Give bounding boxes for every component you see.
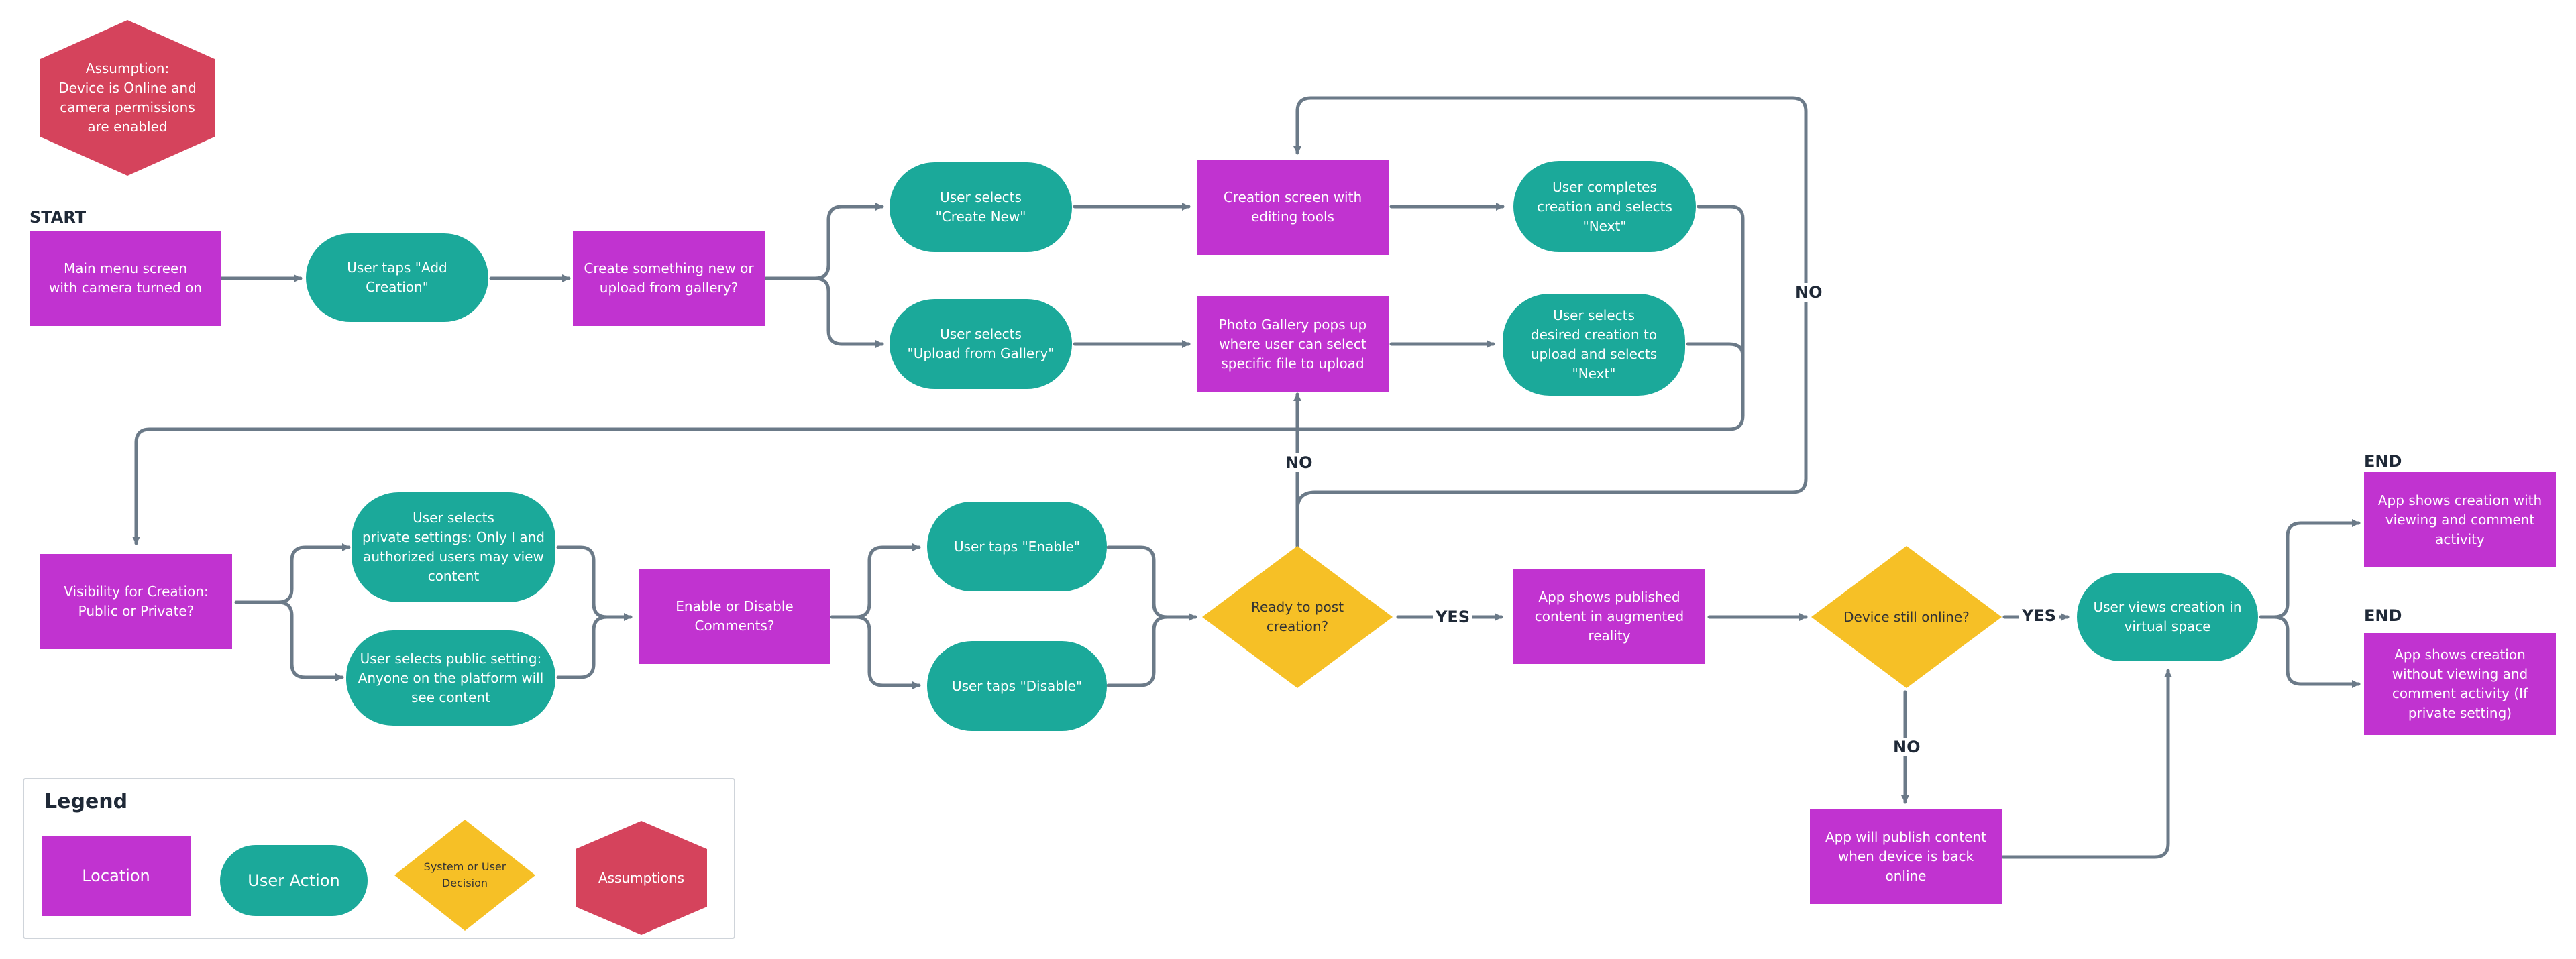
end-label-1: END [2364,452,2402,471]
edge-public-to-comments [556,615,609,679]
tap-disable-node: User taps "Disable" [927,641,1107,731]
legend-assumptions-swatch: Assumptions [574,821,708,935]
edge-comments-to-disable [854,615,921,689]
edge-complete-to-visibility [132,205,1745,545]
end-label-2: END [2364,606,2402,625]
assumption-hexagon: Assumption: Device is Online and camera … [39,20,216,176]
edge-create-to-upload [813,276,884,348]
assumption-text: Assumption: Device is Online and camera … [58,60,197,135]
edge-label-no-ready: NO [1283,453,1316,472]
legend-box: Legend Location User Action System or Us… [23,778,735,939]
edge-views-to-end2 [2272,615,2361,688]
edge-create-to-createnew [764,203,884,280]
edge-visibility-to-public [276,600,344,681]
legend-user-action-swatch: User Action [220,845,368,916]
edge-enable-to-ready [1106,545,1197,621]
edge-visibility-to-private [234,543,351,604]
legend-title: Legend [44,790,128,813]
edge-selects-to-merge [1686,342,1745,358]
start-label: START [30,208,87,227]
edge-publishlater-to-views [2001,669,2172,859]
creation-screen-node: Creation screen with editing tools [1197,160,1389,255]
edge-label-no-online: NO [1890,738,1923,756]
visibility-node: Visibility for Creation: Public or Priva… [40,554,232,649]
still-online-text: Device still online? [1843,608,1970,625]
legend-assumptions-text: Assumptions [598,869,685,886]
main-menu-node: Main menu screen with camera turned on [30,231,221,326]
views-creation-node: User views creation in virtual space [2077,573,2258,661]
shows-published-node: App shows published content in augmented… [1513,569,1705,664]
legend-location-swatch: Location [42,836,191,916]
completes-creation-node: User completes creation and selects "Nex… [1513,161,1696,252]
private-settings-node: User selects private settings: Only I an… [352,492,555,602]
create-or-upload-node: Create something new or upload from gall… [573,231,765,326]
legend-decision-text: System or User Decision [423,860,506,889]
comments-node: Enable or Disable Comments? [639,569,830,664]
edge-label-no-upper: NO [1792,283,1825,302]
create-new-node: User selects "Create New" [890,162,1072,252]
ready-post-decision: Ready to post creation? [1202,546,1393,688]
photo-gallery-node: Photo Gallery pops up where user can sel… [1197,296,1389,392]
tap-enable-node: User taps "Enable" [927,502,1107,591]
edge-views-to-end1 [2259,519,2361,619]
edge-label-yes-ready: YES [1433,608,1473,626]
public-setting-node: User selects public setting: Anyone on t… [346,630,555,726]
edge-private-to-comments [556,545,633,621]
still-online-decision: Device still online? [1811,546,2002,688]
end-without-comments-node: App shows creation without viewing and c… [2364,633,2556,735]
selects-desired-node: User selects desired creation to upload … [1503,294,1685,396]
add-creation-node: User taps "Add Creation" [306,233,488,322]
end-with-comments-node: App shows creation with viewing and comm… [2364,472,2556,567]
edge-ready-no-screen [1293,96,1808,512]
ready-post-text: Ready to post creation? [1250,599,1344,634]
legend-decision-swatch: System or User Decision [394,820,535,931]
publish-later-node: App will publish content when device is … [1810,809,2002,904]
edge-disable-to-ready [1106,615,1169,687]
edge-comments-to-enable [830,543,921,619]
edge-label-yes-online: YES [2019,606,2059,625]
upload-gallery-node: User selects "Upload from Gallery" [890,299,1072,389]
